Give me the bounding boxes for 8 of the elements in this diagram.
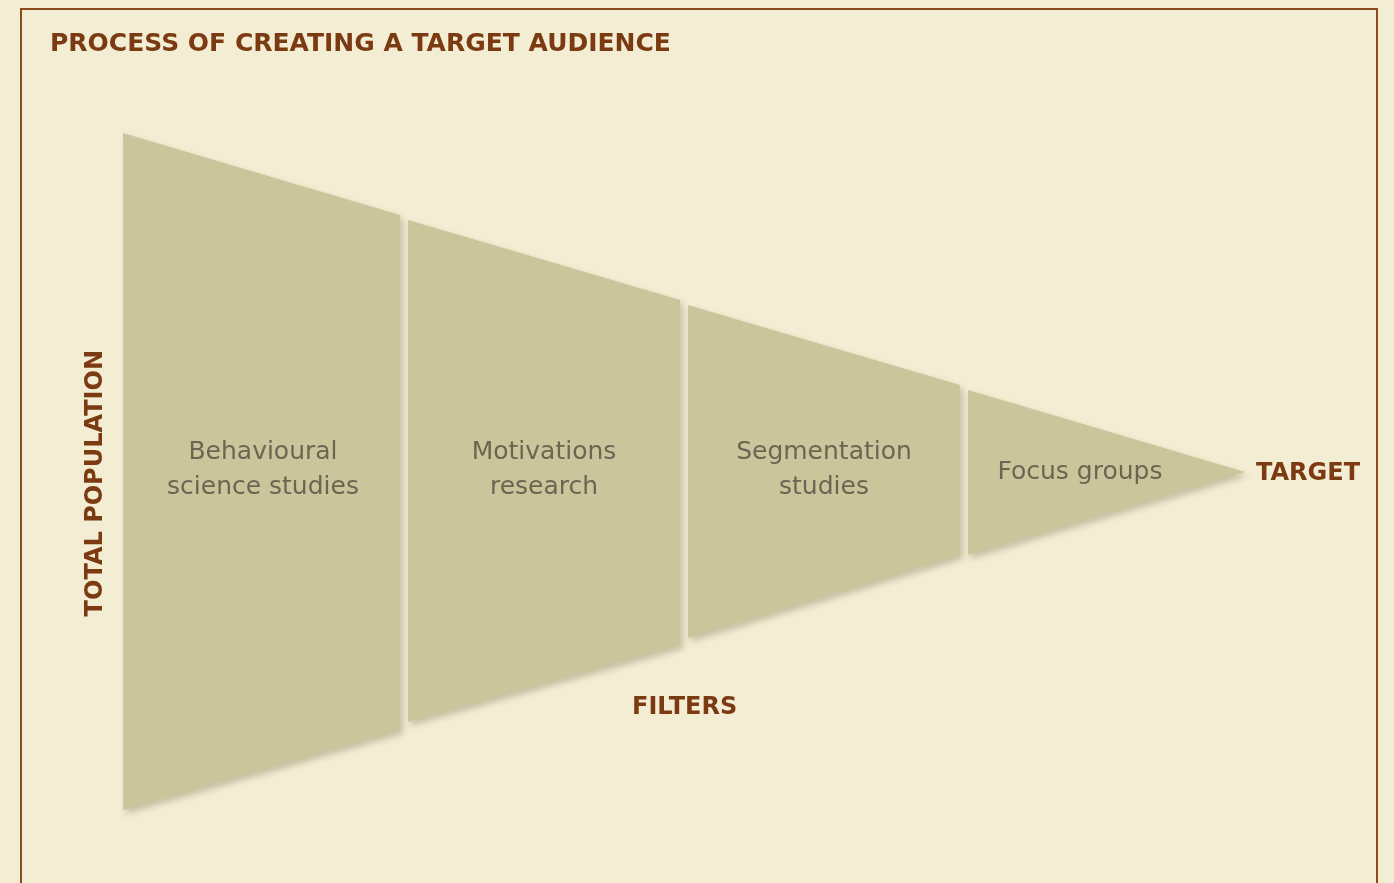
- end-label: TARGET: [1256, 458, 1361, 486]
- segment-label: Focus groups: [996, 454, 1164, 487]
- axis-label: FILTERS: [632, 692, 738, 720]
- segment-label: Segmentation studies: [735, 435, 913, 502]
- diagram-title: PROCESS OF CREATING A TARGET AUDIENCE: [50, 28, 671, 57]
- segment-label: Behavioural science studies: [166, 435, 360, 502]
- segment-label: Motivations research: [470, 435, 618, 502]
- axis-label: TOTAL POPULATION: [80, 350, 108, 617]
